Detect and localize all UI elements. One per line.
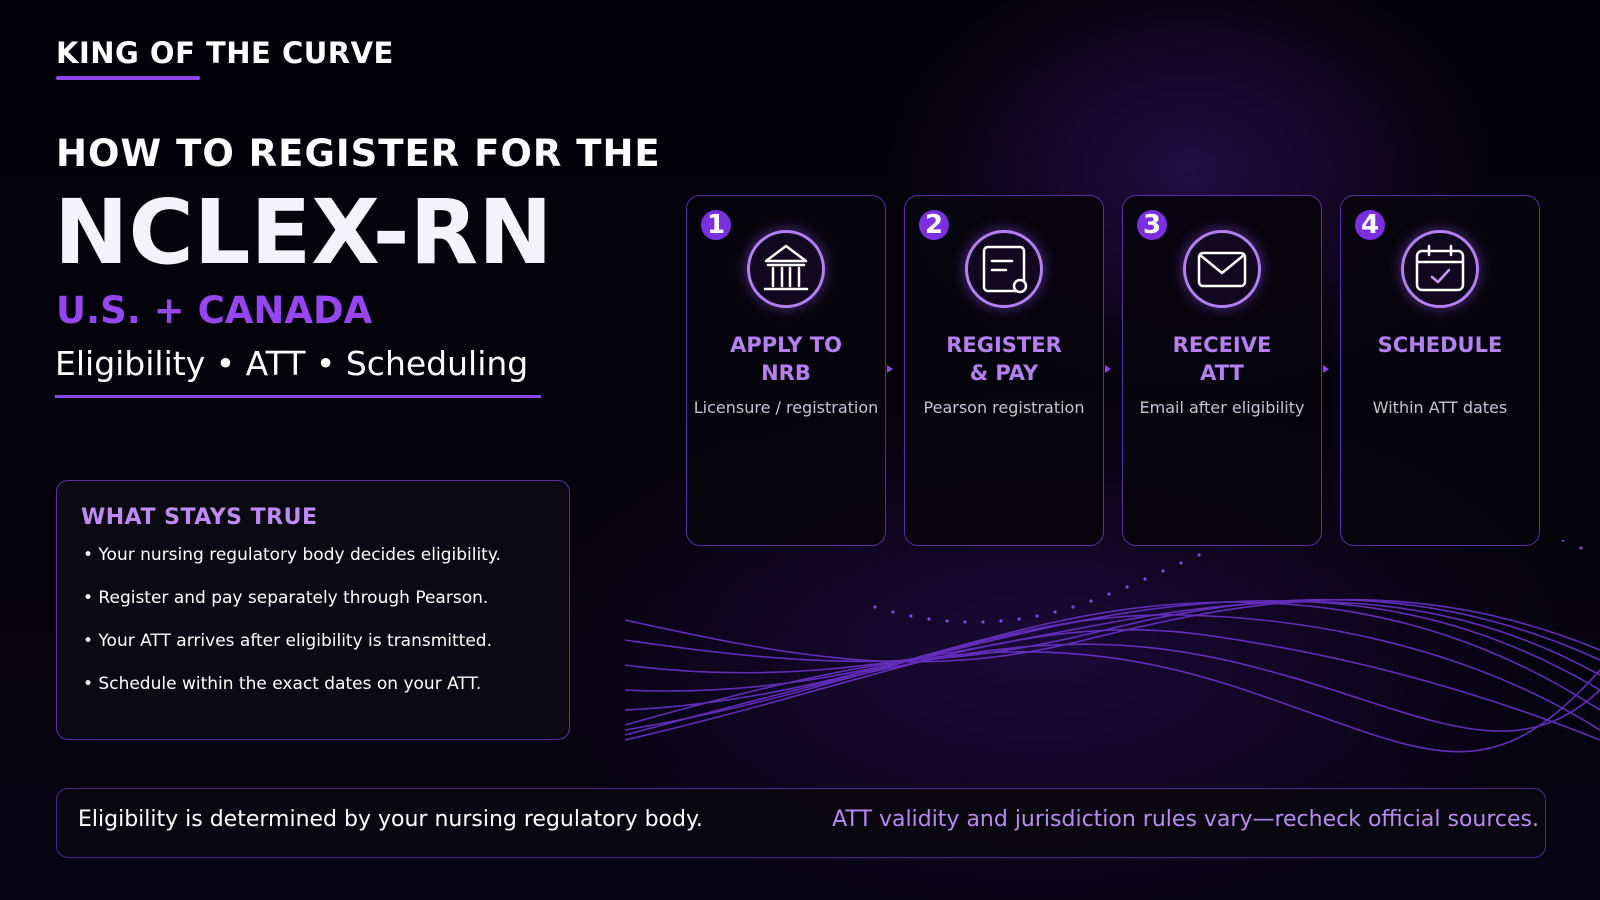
step-number-badge: 4 — [1355, 210, 1385, 240]
brand-underline — [56, 76, 200, 80]
step-card-receive: 3 RECEIVE ATT Email after eligibility — [1122, 195, 1322, 546]
step-card-apply: 1 APPLY TO NRB Licensure / registration — [686, 195, 886, 546]
page-title: NCLEX-RN — [54, 180, 553, 284]
step-description: Pearson registration — [923, 398, 1085, 417]
truth-list: • Your nursing regulatory body decides e… — [81, 534, 545, 706]
tagline: Eligibility • ATT • Scheduling — [55, 344, 529, 383]
arrow-right-icon — [1323, 365, 1329, 373]
step-title: REGISTER & PAY — [946, 333, 1062, 385]
step-description: Licensure / registration — [693, 398, 879, 417]
arrow-right-icon — [887, 365, 893, 373]
subtitle: U.S. + CANADA — [56, 289, 373, 332]
step-card-schedule: 4 SCHEDULE Within ATT dates — [1340, 195, 1540, 546]
arrow-right-icon — [1105, 365, 1111, 373]
step-description: Within ATT dates — [1372, 398, 1508, 417]
envelope-icon — [1183, 230, 1261, 308]
list-item: • Schedule within the exact dates on you… — [83, 674, 482, 694]
step-title: SCHEDULE — [1377, 333, 1503, 357]
brand-name: KING OF THE CURVE — [56, 36, 394, 70]
what-stays-true-panel: WHAT STAYS TRUE • Your nursing regulator… — [56, 480, 570, 740]
pre-title: HOW TO REGISTER FOR THE — [56, 132, 661, 175]
step-number-badge: 1 — [701, 210, 731, 240]
step-number-badge: 3 — [1137, 210, 1167, 240]
step-title: APPLY TO NRB — [730, 333, 842, 385]
institution-icon — [747, 230, 825, 308]
step-number-badge: 2 — [919, 210, 949, 240]
step-title: RECEIVE ATT — [1172, 333, 1272, 385]
list-item: • Register and pay separately through Pe… — [83, 588, 489, 608]
footer-right-text: ATT validity and jurisdiction rules vary… — [832, 807, 1539, 832]
calendar-check-icon — [1401, 230, 1479, 308]
list-item: • Your nursing regulatory body decides e… — [83, 545, 501, 565]
tagline-underline — [55, 395, 541, 398]
panel-title: WHAT STAYS TRUE — [81, 505, 318, 530]
step-description: Email after eligibility — [1139, 398, 1305, 417]
footer-left-text: Eligibility is determined by your nursin… — [78, 807, 703, 832]
footer-note: Eligibility is determined by your nursin… — [56, 788, 1546, 858]
decorative-waves — [625, 540, 1600, 753]
document-icon — [965, 230, 1043, 308]
step-card-register: 2 REGISTER & PAY Pearson registration — [904, 195, 1104, 546]
list-item: • Your ATT arrives after eligibility is … — [83, 631, 492, 651]
